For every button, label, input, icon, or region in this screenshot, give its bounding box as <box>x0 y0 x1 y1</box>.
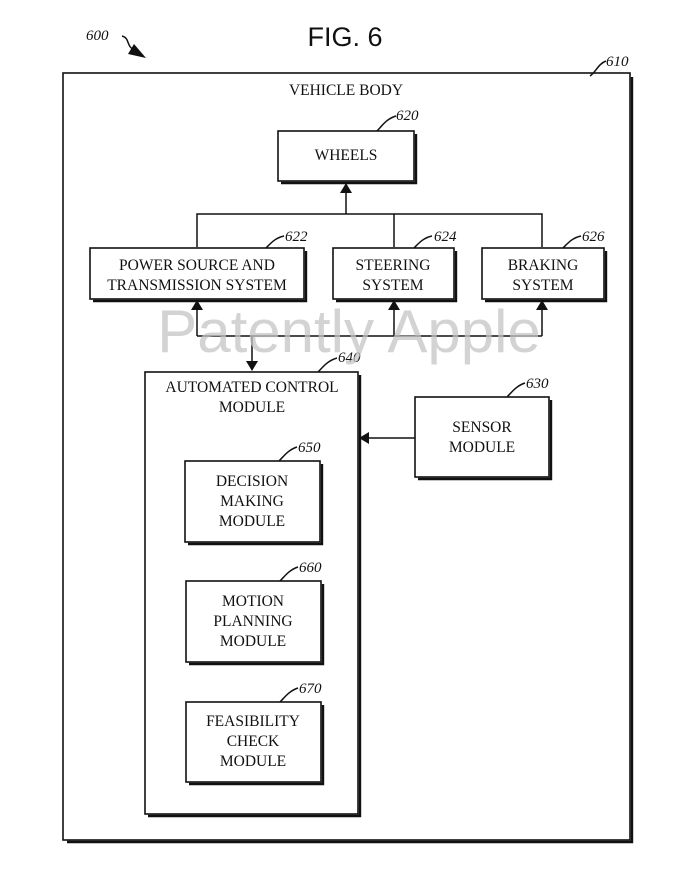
braking-box <box>481 247 608 303</box>
ref-610-leader <box>589 60 607 77</box>
power-source-label-line1: POWER SOURCE AND <box>119 257 275 274</box>
actuator-bus-line <box>196 213 543 247</box>
ref-640-leader <box>317 357 338 373</box>
steering-label-line1: STEERING <box>356 257 431 274</box>
automated-control-box <box>144 371 362 818</box>
motion-planning-label-line2: PLANNING <box>213 613 292 630</box>
wheels-box <box>277 130 418 185</box>
decision-making-label-line2: MAKING <box>220 493 284 510</box>
ref-630: 630 <box>526 376 549 392</box>
ref-622-leader <box>265 235 285 249</box>
decision-making-label-line1: DECISION <box>216 473 288 490</box>
ref-620-leader <box>376 115 397 132</box>
ref-630-leader <box>506 382 526 398</box>
ref-670-leader <box>279 687 299 703</box>
feasibility-check-label-line1: FEASIBILITY <box>206 713 300 730</box>
vehicle-body-box <box>62 72 634 844</box>
motion-planning-label-line3: MODULE <box>220 633 286 650</box>
watermark: Patently Apple <box>157 298 541 365</box>
sensor-module-label-line2: MODULE <box>449 439 515 456</box>
feasibility-check-label-line3: MODULE <box>220 753 286 770</box>
automated-control-label-line1: AUTOMATED CONTROL <box>165 379 338 396</box>
ref-600-arrowhead <box>128 44 146 58</box>
ref-610: 610 <box>606 54 629 70</box>
ref-660: 660 <box>299 560 322 576</box>
decision-making-label-line3: MODULE <box>219 513 285 530</box>
power-source-label-line2: TRANSMISSION SYSTEM <box>107 277 287 294</box>
figure-title: FIG. 6 <box>307 22 382 52</box>
braking-label-line2: SYSTEM <box>512 277 573 294</box>
ref-620: 620 <box>396 108 419 124</box>
sensor-module-label-line1: SENSOR <box>452 419 512 436</box>
motion-planning-label-line1: MOTION <box>222 593 284 610</box>
ref-624: 624 <box>434 229 457 245</box>
automated-control-label-line2: MODULE <box>219 399 285 416</box>
decision-making-box <box>184 460 324 546</box>
ref-650: 650 <box>298 440 321 456</box>
ref-626: 626 <box>582 229 605 245</box>
ref-640: 640 <box>338 350 361 366</box>
steering-label-line2: SYSTEM <box>362 277 423 294</box>
feasibility-check-box <box>185 701 325 786</box>
braking-label-line1: BRAKING <box>508 257 579 274</box>
ref-660-leader <box>279 566 299 582</box>
ref-624-leader <box>413 235 433 249</box>
ref-600: 600 <box>86 28 109 44</box>
wheels-label: WHEELS <box>315 147 378 164</box>
steering-box <box>332 247 458 303</box>
ref-650-leader <box>278 446 298 462</box>
motion-planning-box <box>185 580 325 666</box>
sensor-module-box <box>414 396 553 481</box>
ref-626-leader <box>562 235 582 249</box>
ref-622: 622 <box>285 229 308 245</box>
feasibility-check-label-line2: CHECK <box>227 733 280 750</box>
ref-670: 670 <box>299 681 322 697</box>
vehicle-body-label: VEHICLE BODY <box>289 82 403 99</box>
power-source-box <box>89 247 308 303</box>
